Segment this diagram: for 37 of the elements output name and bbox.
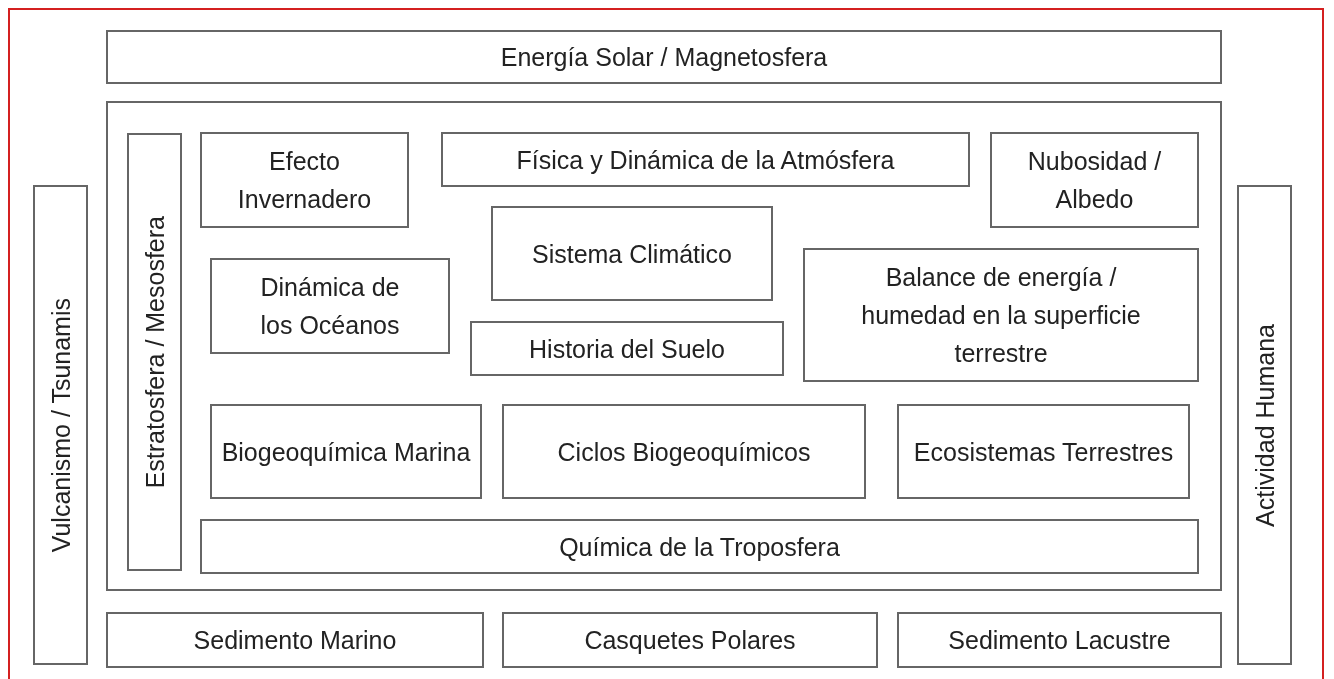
box-label: Energía Solar / Magnetosfera bbox=[499, 42, 829, 73]
box-label: Biogeoquímica Marina bbox=[220, 436, 472, 468]
text-box bbox=[897, 404, 1190, 499]
box-label: Balance de energía / humedad en la superficie terrestre bbox=[860, 262, 1142, 369]
box-label: Actividad Humana bbox=[1249, 323, 1280, 527]
vertical-label-box bbox=[1237, 185, 1292, 665]
text-box bbox=[990, 132, 1199, 228]
box-label: Estratosfera / Mesosfera bbox=[139, 215, 170, 489]
box-label: Nubosidad / Albedo bbox=[1026, 146, 1163, 215]
text-box bbox=[470, 321, 784, 376]
box-label: Casquetes Polares bbox=[583, 625, 797, 656]
box-label: Química de la Troposfera bbox=[558, 531, 841, 563]
text-box bbox=[210, 404, 482, 499]
text-box bbox=[210, 258, 450, 354]
text-box bbox=[803, 248, 1199, 382]
text-box bbox=[200, 519, 1199, 574]
box-label: Historia del Suelo bbox=[528, 333, 726, 365]
container-box bbox=[106, 101, 1222, 591]
box-label: Sedimento Lacustre bbox=[947, 625, 1172, 656]
text-box bbox=[502, 612, 878, 668]
box-label: Vulcanismo / Tsunamis bbox=[45, 297, 76, 553]
box-label: Efecto Invernadero bbox=[236, 146, 373, 215]
text-box bbox=[441, 132, 970, 187]
text-box bbox=[502, 404, 866, 499]
box-label: Física y Dinámica de la Atmósfera bbox=[515, 144, 896, 176]
text-box bbox=[106, 612, 484, 668]
vertical-label-box bbox=[33, 185, 88, 665]
box-label: Sistema Climático bbox=[530, 238, 734, 270]
vertical-label-box bbox=[127, 133, 182, 571]
text-box bbox=[491, 206, 773, 301]
box-label: Dinámica de los Océanos bbox=[259, 272, 401, 341]
text-box bbox=[106, 30, 1222, 84]
box-label: Ecosistemas Terrestres bbox=[912, 436, 1175, 468]
text-box bbox=[200, 132, 409, 228]
box-label: Ciclos Biogeoquímicos bbox=[556, 436, 812, 468]
box-label: Sedimento Marino bbox=[192, 625, 398, 656]
text-box bbox=[897, 612, 1222, 668]
